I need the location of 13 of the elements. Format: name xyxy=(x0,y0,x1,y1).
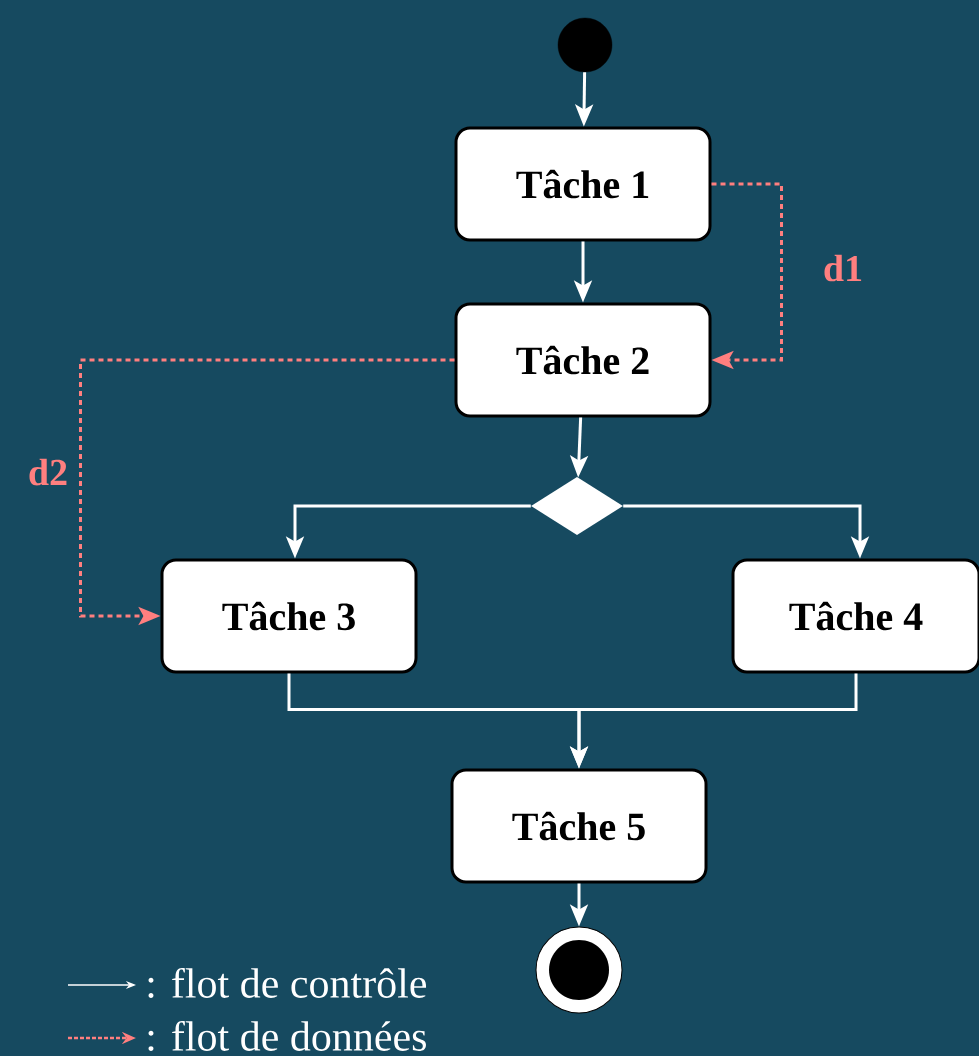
task-box: Tâche 3 xyxy=(160,558,418,674)
decision-diamond xyxy=(531,477,623,535)
edge-label: d1 xyxy=(824,254,862,282)
data-flow-arrow xyxy=(711,182,783,370)
legend-text: : flot de données xyxy=(148,1020,426,1052)
task-box: Tâche 1 xyxy=(454,126,712,242)
end-circle xyxy=(535,926,623,1014)
task-box: Tâche 4 xyxy=(731,558,979,674)
legend-text: : flot de contrôle xyxy=(148,967,427,999)
task-box: Tâche 5 xyxy=(450,768,708,884)
task-box: Tâche 2 xyxy=(454,302,712,418)
edge-label: d2 xyxy=(29,458,67,486)
start-circle xyxy=(557,17,613,73)
